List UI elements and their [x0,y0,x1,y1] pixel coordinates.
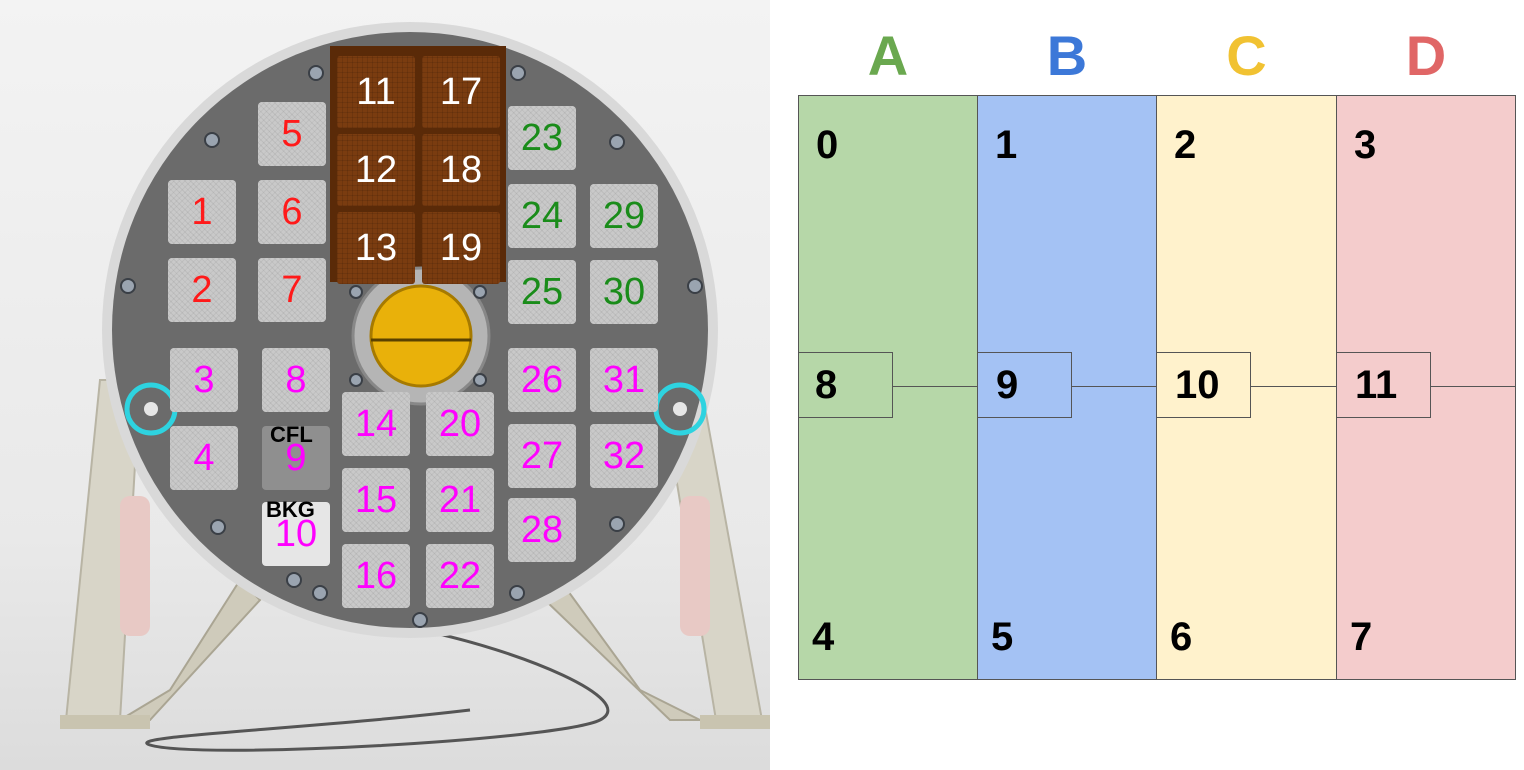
sample-slot-7: 7 [258,258,326,322]
sample-slot-6: 6 [258,180,326,244]
bkg-label: BKG [266,497,315,522]
sample-slot-32: 32 [590,424,658,488]
connector-line-b [1072,386,1157,387]
connector-line-d [1431,386,1516,387]
stand-right-window [680,496,710,636]
middle-box-c: 10 [1156,352,1251,418]
column-header-b: B [1046,24,1088,87]
sample-slot-9: 9 [262,426,330,490]
sample-slot-20: 20 [426,392,494,456]
column-header-a: A [867,24,909,87]
sample-slot-22: 22 [426,544,494,608]
sample-slot-24: 24 [508,184,576,248]
yellow-window [369,284,473,388]
marker-left-screw [144,402,158,416]
cfl-label: CFL [270,422,313,447]
sample-slot-23: 23 [508,106,576,170]
cable [145,628,610,752]
cell-number-bottom-b: 5 [991,615,1014,659]
stand-right-foot [700,715,770,729]
sample-slot-8: 8 [262,348,330,412]
sample-slot-18: 18 [422,134,500,206]
sample-slot-11: 11 [337,56,415,128]
sample-slot-5: 5 [258,102,326,166]
sample-slot-3: 3 [170,348,238,412]
cell-number-top-a: 0 [816,123,839,167]
column-header-c: C [1226,24,1267,87]
cell-number-top-c: 2 [1174,123,1197,167]
sample-slot-12: 12 [337,134,415,206]
sample-slot-25: 25 [508,260,576,324]
sample-slot-13: 13 [337,212,415,284]
middle-box-b: 9 [977,352,1072,418]
stand-left-foot [60,715,150,729]
sample-slot-29: 29 [590,184,658,248]
cell-number-top-d: 3 [1354,123,1377,167]
sample-slot-14: 14 [342,392,410,456]
sample-slot-2: 2 [168,258,236,322]
sample-slot-16: 16 [342,544,410,608]
sample-slot-31: 31 [590,348,658,412]
marker-right-screw [673,402,687,416]
column-header-d: D [1405,24,1447,87]
cell-number-bottom-c: 6 [1170,615,1193,659]
sample-slot-19: 19 [422,212,500,284]
middle-box-a: 8 [798,352,893,418]
cell-number-bottom-d: 7 [1350,615,1373,659]
sample-slot-4: 4 [170,426,238,490]
sample-slot-1: 1 [168,180,236,244]
screws [120,65,703,628]
sample-slot-28: 28 [508,498,576,562]
sample-slot-17: 17 [422,56,500,128]
connector-line-a [893,386,978,387]
sample-slot-21: 21 [426,468,494,532]
cell-number-bottom-a: 4 [812,615,835,659]
cell-number-top-b: 1 [995,123,1018,167]
connector-line-c [1251,386,1337,387]
sample-slot-30: 30 [590,260,658,324]
middle-box-d: 11 [1336,352,1431,418]
sample-slot-26: 26 [508,348,576,412]
sample-slot-15: 15 [342,468,410,532]
stand-left-window [120,496,150,636]
sample-slot-10: 10 [262,502,330,566]
sample-slot-27: 27 [508,424,576,488]
